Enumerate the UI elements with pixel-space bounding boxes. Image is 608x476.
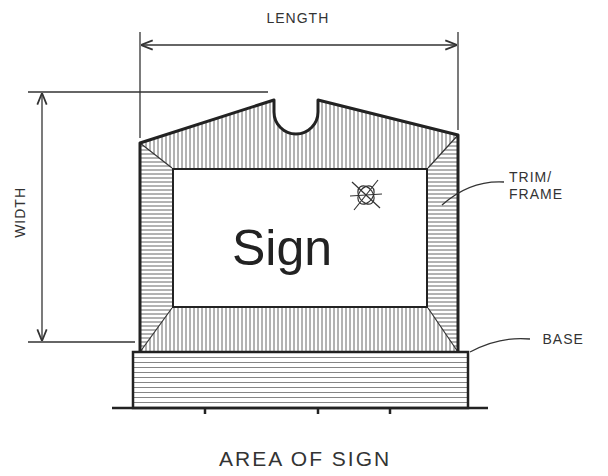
part-label: BASE: [543, 331, 584, 348]
trim-frame: [140, 80, 458, 352]
leader-lines: [442, 182, 530, 352]
sign-text: Sign: [232, 223, 332, 273]
part-label: TRIM/ FRAME: [509, 169, 571, 203]
dimension-label: LENGTH: [267, 10, 330, 27]
star-symbol: [350, 180, 382, 210]
sign-panel: Sign: [172, 168, 428, 308]
dimension-lines: [28, 32, 458, 342]
sign-base: [133, 352, 468, 408]
frame-miters: [140, 135, 458, 352]
ground-line: [112, 408, 488, 414]
caption: AREA OF SIGN: [219, 446, 391, 471]
dimension-label: WIDTH: [12, 186, 29, 237]
sign-outline: [140, 100, 458, 352]
